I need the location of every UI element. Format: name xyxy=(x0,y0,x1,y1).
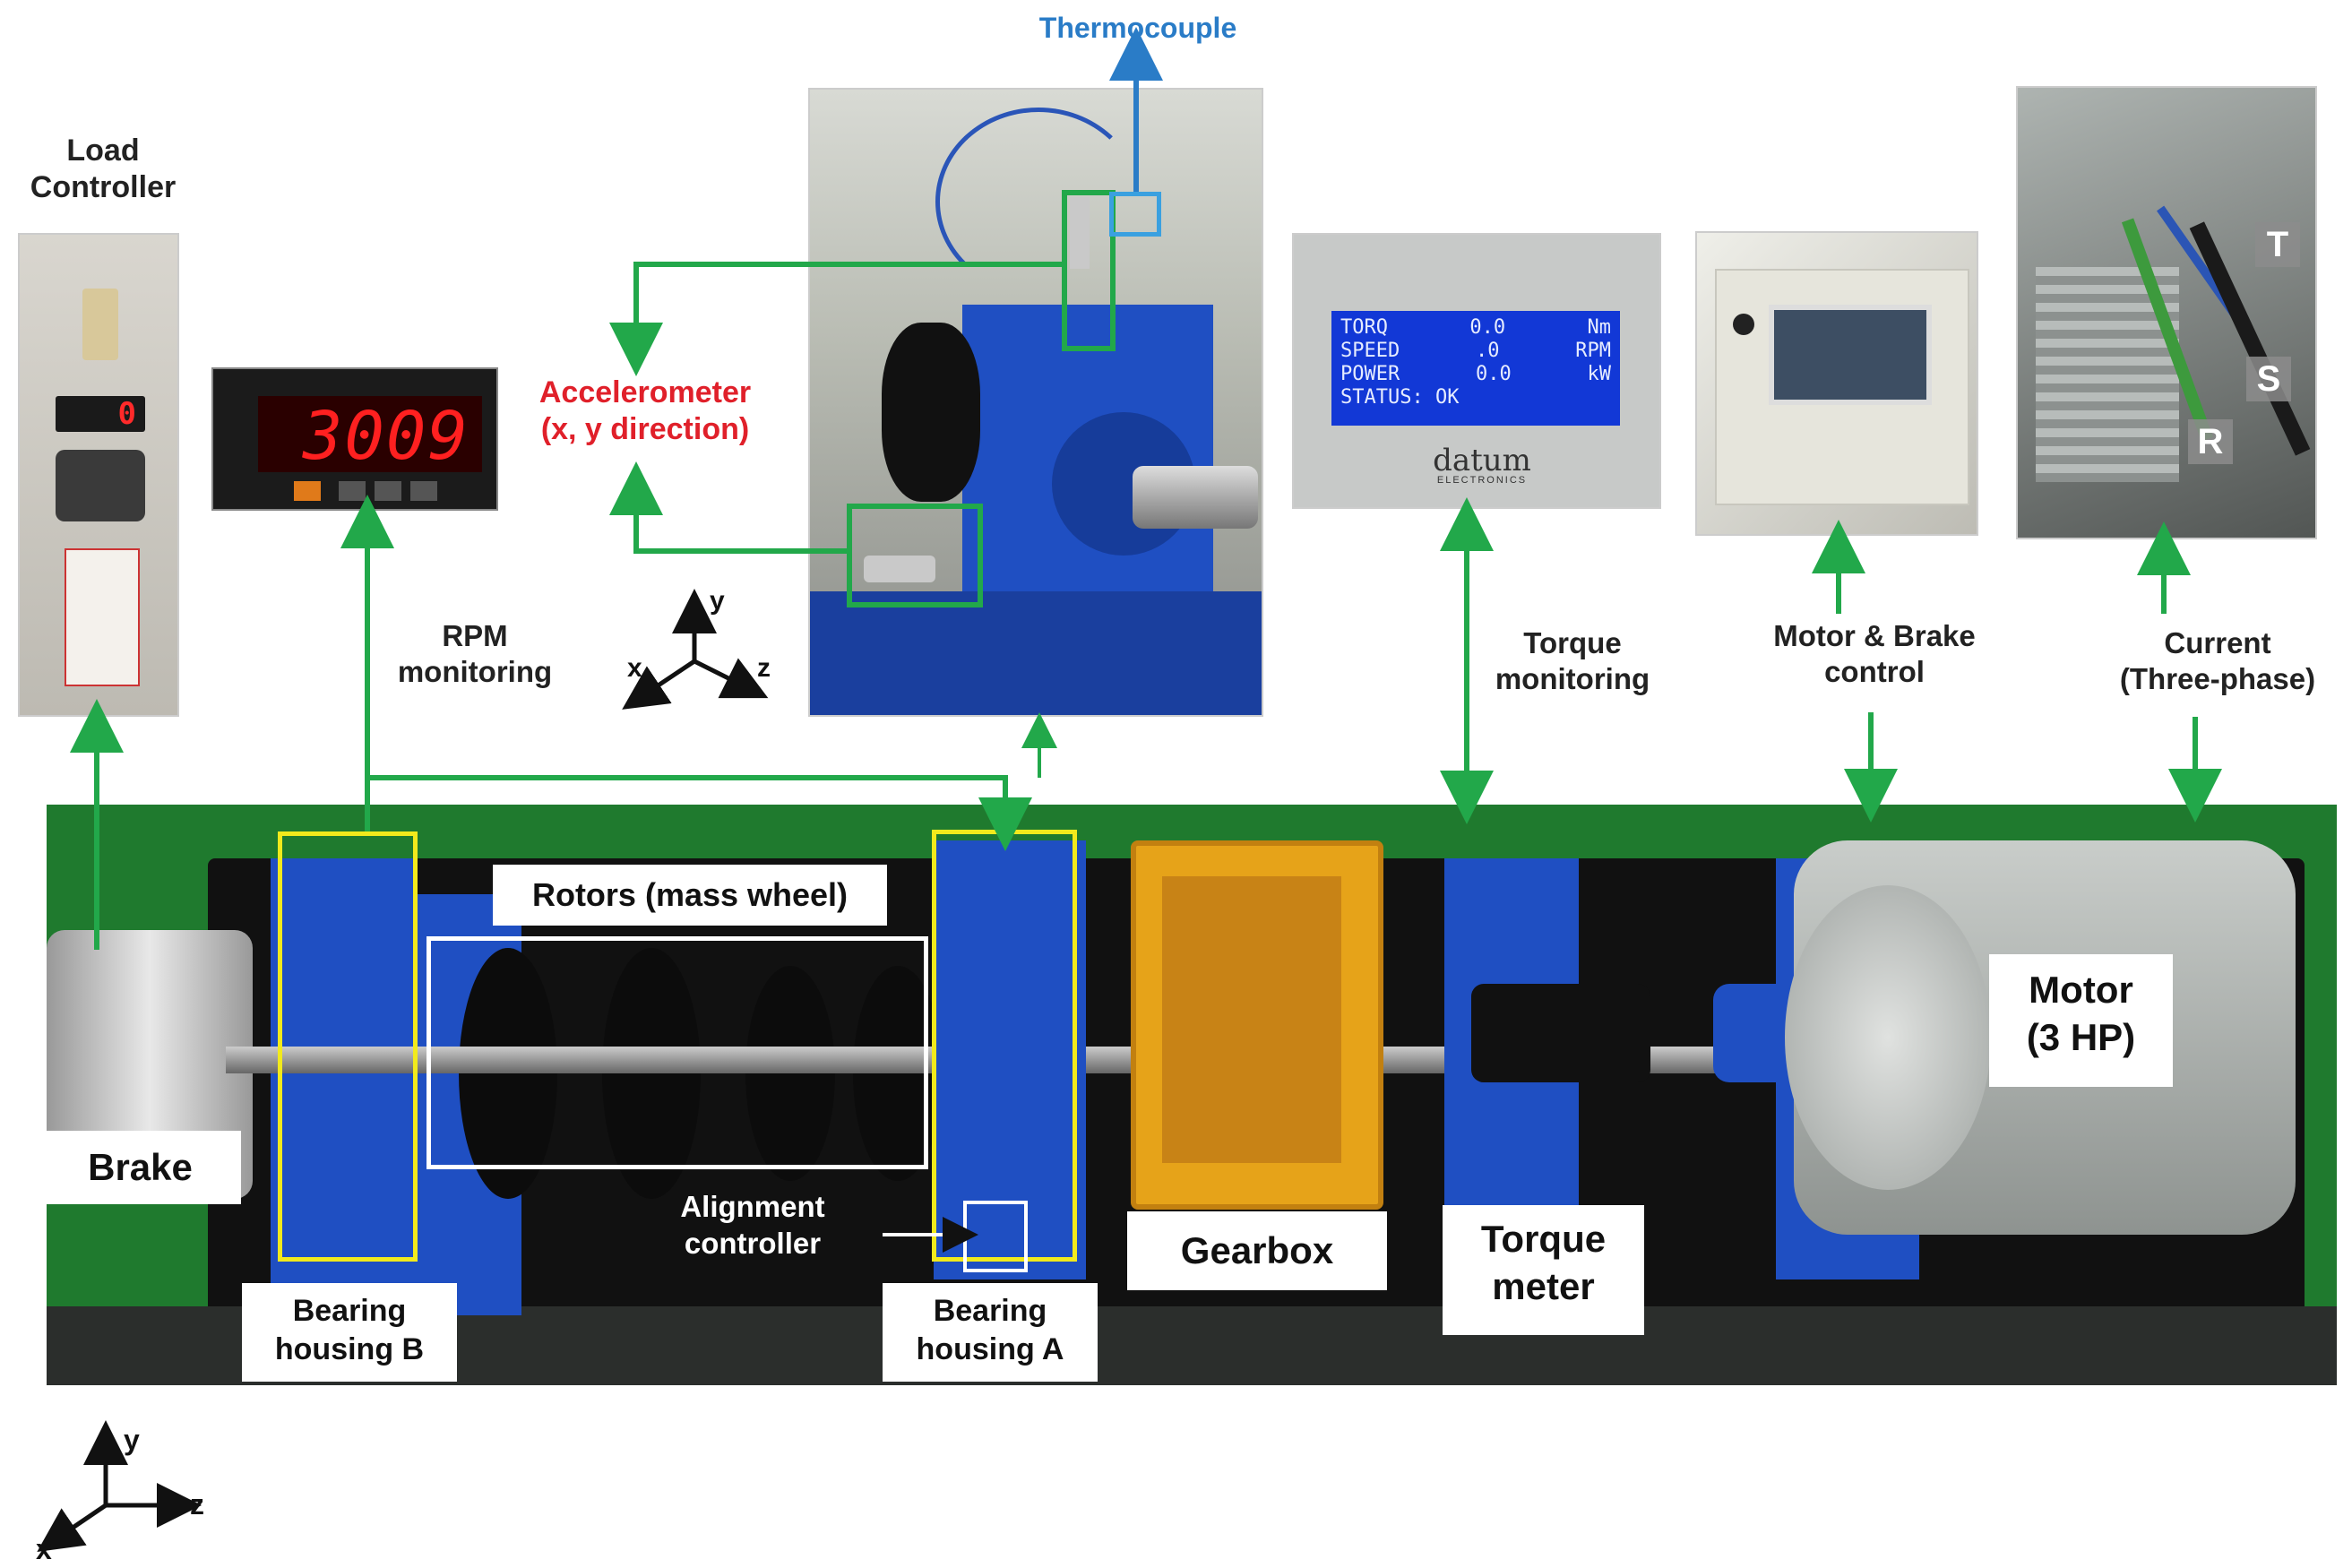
load-controller-indicator xyxy=(82,289,118,360)
torque-meter-label: Torque meter xyxy=(1443,1205,1644,1335)
motor-wiring-photo: T S R xyxy=(2016,86,2317,539)
axis-bottom-z: z xyxy=(190,1488,204,1521)
accel-top-arrow xyxy=(609,262,1062,376)
torque-row-name: TORQ xyxy=(1340,316,1388,339)
rotor-disc-1 xyxy=(459,948,557,1199)
accelerometer-label: Accelerometer (x, y direction) xyxy=(538,375,752,446)
rotor-discs xyxy=(882,323,980,502)
axis-top-x: x xyxy=(627,653,642,683)
motor-endcap xyxy=(1785,885,1991,1190)
control-box-touchscreen xyxy=(1769,305,1932,405)
load-controller-photo: 0 xyxy=(18,233,179,717)
accelerometer-photo xyxy=(808,88,1263,717)
shaft-coupling xyxy=(1133,466,1258,529)
speed-row-value: .0 xyxy=(1475,340,1500,362)
datum-brand: datum xyxy=(1433,443,1531,478)
torque-row: TORQ 0.0 Nm xyxy=(1340,316,1611,340)
accelerometer-sensor-side xyxy=(864,556,935,582)
phase-label-r: R xyxy=(2188,419,2233,464)
gearbox-window xyxy=(1162,876,1341,1163)
current-label: Current (Three-phase) xyxy=(2119,626,2316,695)
torque-meter-body xyxy=(1471,984,1650,1082)
control-box-photo xyxy=(1695,231,1978,536)
axis-bottom-x: x xyxy=(36,1533,52,1565)
rpm-monitoring-label: RPM monitoring xyxy=(397,619,553,688)
rpm-display-photo: 3009 xyxy=(211,367,498,511)
datum-logo: datum ELECTRONICS xyxy=(1419,443,1545,486)
bearing-a-label: Bearing housing A xyxy=(883,1283,1098,1382)
load-display-digit: 0 xyxy=(117,396,136,432)
brake-label: Brake xyxy=(39,1131,241,1204)
control-box-switch xyxy=(1733,314,1754,335)
axis-triad-bottom xyxy=(37,1420,202,1553)
thermocouple-highlight xyxy=(1109,192,1161,237)
bearing-b-highlight xyxy=(278,831,418,1262)
torque-display-photo: TORQ 0.0 Nm SPEED .0 RPM POWER 0.0 kW ST… xyxy=(1292,233,1661,509)
motor-brake-control-label: Motor & Brake control xyxy=(1773,619,1976,688)
torque-display-screen: TORQ 0.0 Nm SPEED .0 RPM POWER 0.0 kW ST… xyxy=(1331,311,1620,426)
power-row: POWER 0.0 kW xyxy=(1340,363,1611,386)
load-controller-label: Load Controller xyxy=(30,134,177,204)
rotor-disc-2 xyxy=(602,948,701,1199)
alignment-controller-label: Alignment controller xyxy=(680,1190,825,1261)
axis-triad-top xyxy=(622,589,769,710)
load-controller-sticker xyxy=(65,548,140,686)
datum-brand-sub: ELECTRONICS xyxy=(1436,475,1528,486)
axis-bottom-y: y xyxy=(124,1424,140,1456)
torque-monitoring-label: Torque monitoring xyxy=(1495,626,1650,695)
rotor-disc-3 xyxy=(745,966,835,1181)
rpm-button-orange xyxy=(294,481,321,501)
status-row: STATUS: OK xyxy=(1340,386,1460,409)
motor-label: Motor (3 HP) xyxy=(1989,954,2173,1087)
bearing-b-label: Bearing housing B xyxy=(242,1283,457,1382)
axis-top-z: z xyxy=(757,653,771,683)
speed-row-unit: RPM xyxy=(1575,340,1611,362)
axis-top-y: y xyxy=(710,586,725,616)
torque-row-unit: Nm xyxy=(1587,316,1611,339)
accelerometer-sensor-top xyxy=(1070,197,1090,269)
phase-label-s: S xyxy=(2246,357,2291,401)
gearbox-label: Gearbox xyxy=(1127,1211,1387,1290)
rotors-label: Rotors (mass wheel) xyxy=(493,865,887,926)
power-row-value: 0.0 xyxy=(1475,363,1512,385)
accel-side-arrow xyxy=(609,461,847,554)
thermocouple-label: Thermocouple xyxy=(1038,12,1237,44)
load-controller-knob xyxy=(56,450,145,521)
rotors-highlight xyxy=(426,936,928,1169)
rpm-display-screen: 3009 xyxy=(258,396,482,475)
speed-row: SPEED .0 RPM xyxy=(1340,340,1611,363)
phase-label-t: T xyxy=(2255,222,2300,267)
torque-row-value: 0.0 xyxy=(1469,316,1506,339)
base-plate xyxy=(810,591,1262,715)
load-controller-display: 0 xyxy=(56,396,145,432)
accel-top-highlight xyxy=(1062,190,1116,351)
power-row-unit: kW xyxy=(1587,363,1611,385)
rpm-branch xyxy=(367,775,1032,851)
bearing-housing-a-body xyxy=(934,840,1086,1279)
rpm-display-digits: 3009 xyxy=(302,398,470,475)
accel-side-highlight xyxy=(847,504,983,607)
rpm-button-3 xyxy=(410,481,437,501)
speed-row-name: SPEED xyxy=(1340,340,1400,362)
power-row-name: POWER xyxy=(1340,363,1400,385)
cable-blue xyxy=(935,108,1142,296)
